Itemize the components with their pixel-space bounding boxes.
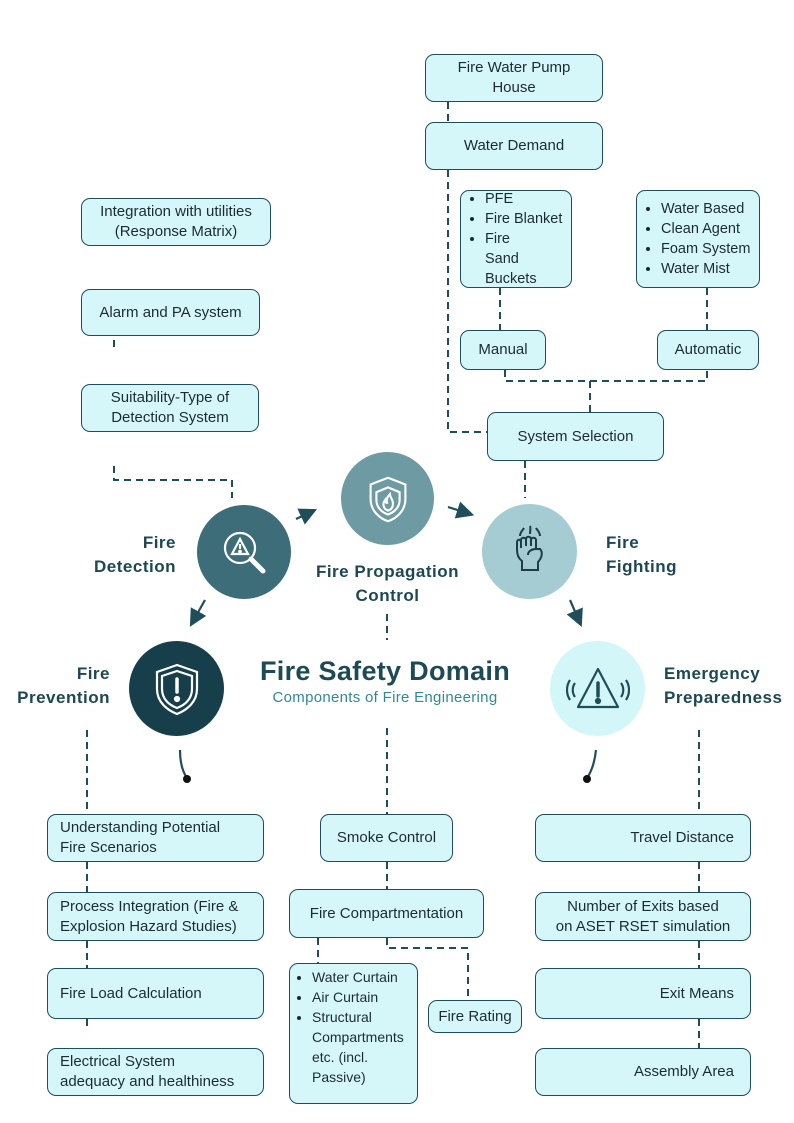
manual-box: Manual <box>460 330 546 370</box>
scenarios-line-2: Fire Scenarios <box>60 839 157 856</box>
pump-house-line-2: House <box>492 79 536 96</box>
compartment-item: Structural Compartments etc. (incl. Pass… <box>312 1007 413 1087</box>
automatic-item: Foam System <box>661 239 750 259</box>
travel-distance-box: Travel Distance <box>535 814 751 862</box>
alarm-triangle-icon <box>565 667 630 708</box>
compartmentation-label: Fire Compartmentation <box>309 904 464 922</box>
fire-detection-circle <box>197 505 291 599</box>
manual-item: PFE <box>485 189 562 209</box>
smoke-control-box: Smoke Control <box>320 814 453 862</box>
electrical-line-2: adequacy and healthiness <box>60 1073 235 1090</box>
smoke-control-label: Smoke Control <box>336 829 437 846</box>
integration-utilities-box: Integration with utilities (Response Matr… <box>81 198 271 246</box>
fire-compartmentation-box: Fire Compartmentation <box>289 889 484 938</box>
alarm-pa-box: Alarm and PA system <box>81 289 260 336</box>
system-selection-box: System Selection <box>487 412 664 461</box>
assembly-area-label: Assembly Area <box>633 1063 734 1080</box>
system-selection-label: System Selection <box>517 427 634 445</box>
water-demand-label: Water Demand <box>463 137 565 154</box>
fire-rating-label: Fire Rating <box>438 1007 512 1025</box>
fist-flame-icon <box>515 525 543 571</box>
manual-item: Fire Sand Buckets <box>485 229 547 289</box>
electrical-line-1: Electrical System <box>60 1053 176 1070</box>
fire-load-box: Fire Load Calculation <box>47 968 264 1019</box>
fire-propagation-circle <box>341 452 434 545</box>
fire-fighting-circle <box>482 504 577 599</box>
automatic-item: Clean Agent <box>661 219 750 239</box>
process-line-2: Explosion Hazard Studies) <box>60 917 237 935</box>
electrical-system-box: Electrical System adequacy and healthines… <box>47 1048 264 1096</box>
suitability-detection-box: Suitability-Type of Detection System <box>81 384 259 432</box>
suitability-line-1: Suitability-Type of <box>110 389 230 406</box>
compartment-item: Water Curtain <box>312 967 413 987</box>
process-integration-box: Process Integration (Fire & Explosion Haz… <box>47 892 264 941</box>
exit-means-label: Exit Means <box>659 984 734 1002</box>
fire-prevention-circle <box>129 641 224 736</box>
automatic-items-box: Water Based Clean Agent Foam System Wate… <box>636 190 760 288</box>
shield-flame-icon <box>369 476 406 522</box>
travel-distance-label: Travel Distance <box>630 829 734 846</box>
page-subtitle: Components of Fire Engineering <box>272 689 498 706</box>
shield-warning-icon <box>155 663 198 715</box>
emergency-preparedness-circle <box>550 641 645 736</box>
integration-line-2: (Response Matrix) <box>114 223 238 240</box>
page-title: Fire Safety Domain <box>260 656 510 686</box>
fire-load-label: Fire Load Calculation <box>60 984 202 1002</box>
manual-items-box: PFE Fire Blanket Fire Sand Buckets <box>460 190 572 288</box>
water-demand-box: Water Demand <box>425 122 603 170</box>
manual-item: Fire Blanket <box>485 209 562 229</box>
compartment-items-box: Water Curtain Air Curtain Structural Com… <box>289 963 418 1104</box>
automatic-item: Water Mist <box>661 259 750 279</box>
manual-label: Manual <box>478 341 528 358</box>
fire-rating-box: Fire Rating <box>428 1000 522 1033</box>
integration-line-1: Integration with utilities <box>100 203 252 220</box>
exits-line-1: Number of Exits based <box>567 897 719 915</box>
automatic-label: Automatic <box>674 341 742 358</box>
process-line-1: Process Integration (Fire & <box>60 897 239 915</box>
automatic-box: Automatic <box>657 330 759 370</box>
suitability-line-2: Detection System <box>111 409 229 426</box>
exits-line-2: on ASET RSET simulation <box>555 917 731 935</box>
magnifier-warning-icon <box>223 531 266 574</box>
alarm-pa-label: Alarm and PA system <box>99 303 242 321</box>
scenarios-line-1: Understanding Potential <box>60 819 221 836</box>
automatic-item: Water Based <box>661 199 750 219</box>
number-of-exits-box: Number of Exits based on ASET RSET simula… <box>535 892 751 941</box>
compartment-item: Air Curtain <box>312 987 413 1007</box>
assembly-area-box: Assembly Area <box>535 1048 751 1096</box>
exit-means-box: Exit Means <box>535 968 751 1019</box>
pump-house-line-1: Fire Water Pump <box>457 59 571 76</box>
